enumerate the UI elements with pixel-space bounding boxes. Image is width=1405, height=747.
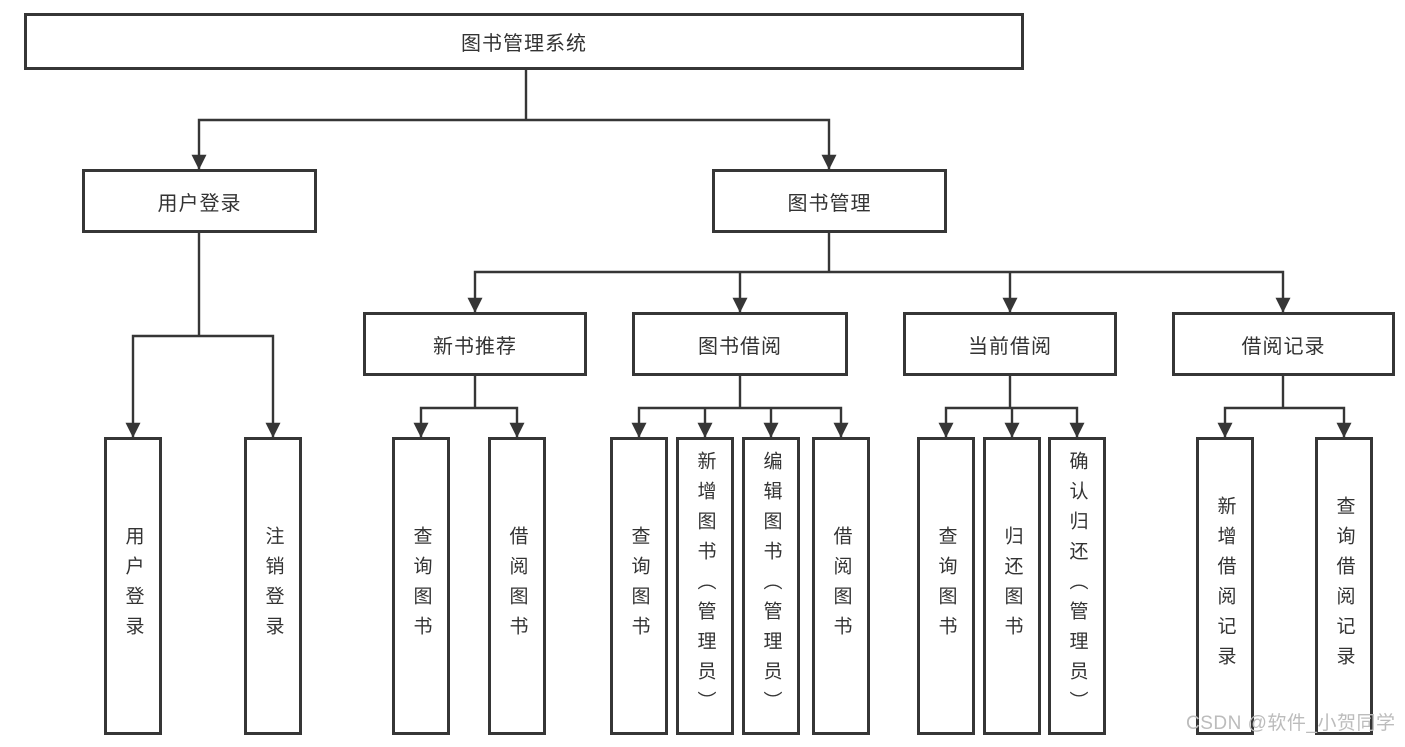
leaf-logout: 注销登录 xyxy=(244,437,302,735)
leaf-query-book-current: 查询图书 xyxy=(917,437,975,735)
node-user-login: 用户登录 xyxy=(82,169,317,233)
leaf-add-borrow-record: 新增借阅记录 xyxy=(1196,437,1254,735)
node-borrowing-records: 借阅记录 xyxy=(1172,312,1395,376)
leaf-borrow-book-recommend: 借阅图书 xyxy=(488,437,546,735)
watermark-text: CSDN @软件_小贺同学 xyxy=(1186,713,1396,734)
leaf-user-login: 用户登录 xyxy=(104,437,162,735)
node-book-management: 图书管理 xyxy=(712,169,947,233)
leaf-query-book-borrowing: 查询图书 xyxy=(610,437,668,735)
leaf-confirm-return-admin: 确认归还（管理员） xyxy=(1048,437,1106,735)
node-book-borrowing: 图书借阅 xyxy=(632,312,848,376)
leaf-edit-book-admin: 编辑图书（管理员） xyxy=(742,437,800,735)
leaf-return-book: 归还图书 xyxy=(983,437,1041,735)
leaf-borrow-book: 借阅图书 xyxy=(812,437,870,735)
leaf-query-book-recommend: 查询图书 xyxy=(392,437,450,735)
node-new-book-recommend: 新书推荐 xyxy=(363,312,587,376)
leaf-query-borrow-record: 查询借阅记录 xyxy=(1315,437,1373,735)
leaf-add-book-admin: 新增图书（管理员） xyxy=(676,437,734,735)
node-current-borrowing: 当前借阅 xyxy=(903,312,1117,376)
node-root: 图书管理系统 xyxy=(24,13,1024,70)
